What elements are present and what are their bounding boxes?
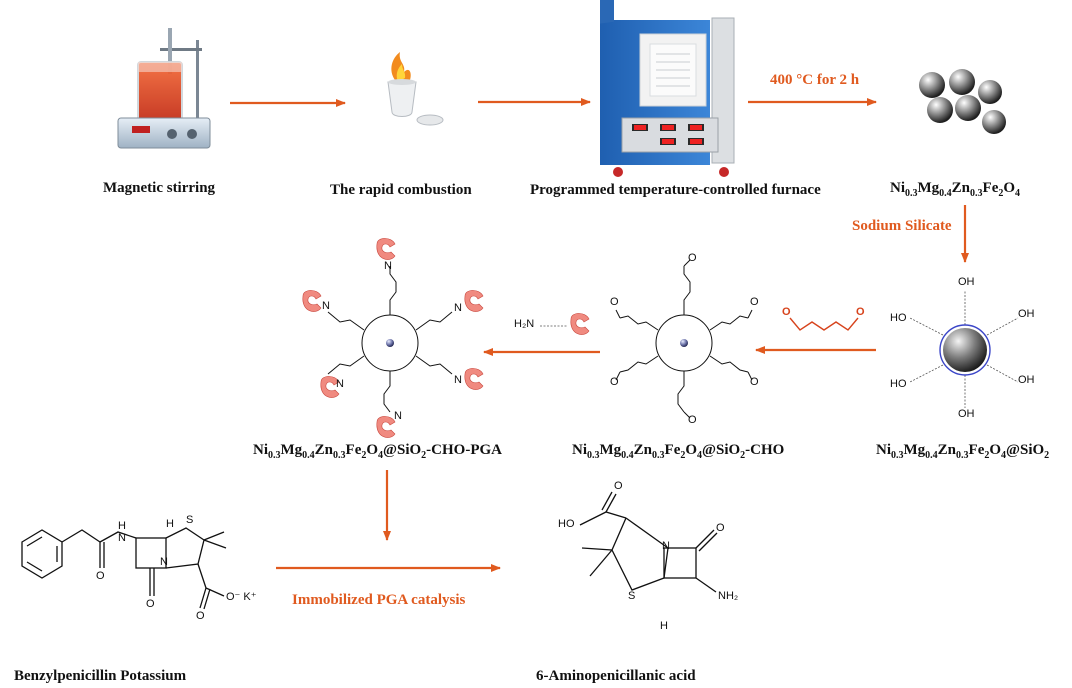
cho-functionalized-particle-icon <box>615 259 753 419</box>
oh-lower-right: OH <box>1018 374 1035 386</box>
bp-o-amide: O <box>96 570 105 582</box>
pga-enzyme-icons <box>302 238 484 438</box>
apa-o-carboxyl: O <box>614 480 623 492</box>
benzylpenicillin-label: Benzylpenicillin Potassium <box>14 668 187 684</box>
enzyme-reagent-icon <box>570 313 590 335</box>
silica-coated-particle-icon <box>909 290 1019 408</box>
pga-n-lower-right: N <box>454 374 462 386</box>
cho-o-upper-left: O <box>610 296 619 308</box>
bp-s: S <box>186 514 194 526</box>
cho-o-top: O <box>688 252 697 264</box>
bp-h: H <box>166 518 174 530</box>
ho-upper-left: HO <box>890 312 907 324</box>
pga-n-lower-left: N <box>336 378 344 390</box>
cho-core-icon <box>680 339 688 347</box>
ferrite-formula: Ni0.3Mg0.4Zn0.3Fe2O4 <box>890 180 1021 199</box>
glutaraldehyde-o-right: O <box>856 306 865 318</box>
oh-bottom: OH <box>958 408 975 420</box>
cho-o-upper-right: O <box>750 296 759 308</box>
bp-o-lactam: O <box>146 598 155 610</box>
cho-o-lower-right: O <box>750 376 759 388</box>
catalysis-label: Immobilized PGA catalysis <box>292 592 466 608</box>
combustion-crucible-icon <box>387 52 444 126</box>
step-rapid-combustion: The rapid combustion <box>330 182 472 198</box>
apa-label: 6-Aminopenicillanic acid <box>536 668 696 684</box>
bp-coo-k: O⁻ K⁺ <box>226 591 257 603</box>
pga-n-top: N <box>384 260 392 272</box>
bp-o-carboxyl: O <box>196 610 205 622</box>
step-furnace: Programmed temperature-controlled furnac… <box>530 182 821 198</box>
ho-lower-left: HO <box>890 378 907 390</box>
magnetic-stirrer-icon <box>117 28 211 149</box>
apa-o-lactam: O <box>716 522 725 534</box>
h2n-reagent-label: H₂N <box>514 318 535 330</box>
benzylpenicillin-structure-icon <box>21 527 227 610</box>
pga-immobilized-particle-icon <box>327 266 453 413</box>
cho-o-lower-left: O <box>610 376 619 388</box>
apa-n-ring: N <box>662 540 670 552</box>
oh-upper-right: OH <box>1018 308 1035 320</box>
pga-n-upper-right: N <box>454 302 462 314</box>
apa-nh2: NH₂ <box>718 590 739 602</box>
glutaraldehyde-reagent-icon <box>789 317 859 331</box>
furnace-condition-label: 400 °C for 2 h <box>770 72 860 88</box>
muffle-furnace-icon <box>600 0 735 177</box>
bp-n-amide: N <box>118 532 126 544</box>
ferrite-cho-formula: Ni0.3Mg0.4Zn0.3Fe2O4@SiO2-CHO <box>572 442 785 461</box>
sodium-silicate-label: Sodium Silicate <box>852 218 952 234</box>
pga-core-icon <box>386 339 394 347</box>
cho-o-bottom: O <box>688 414 697 426</box>
apa-h: H <box>660 620 668 632</box>
bp-nh-label: H <box>118 520 126 532</box>
ferrite-sio2-formula: Ni0.3Mg0.4Zn0.3Fe2O4@SiO2 <box>876 442 1050 461</box>
pga-n-upper-left: N <box>322 300 330 312</box>
step-magnetic-stirring: Magnetic stirring <box>103 180 216 196</box>
oh-top: OH <box>958 276 975 288</box>
apa-ho: HO <box>558 518 575 530</box>
ferrite-pga-formula: Ni0.3Mg0.4Zn0.3Fe2O4@SiO2-CHO-PGA <box>253 442 502 461</box>
pga-n-bottom: N <box>394 410 402 422</box>
apa-structure-icon <box>579 491 718 593</box>
glutaraldehyde-o-left: O <box>782 306 791 318</box>
bp-n-ring: N <box>160 556 168 568</box>
apa-s: S <box>628 590 636 602</box>
ferrite-nanoparticles-icon <box>919 69 1006 134</box>
